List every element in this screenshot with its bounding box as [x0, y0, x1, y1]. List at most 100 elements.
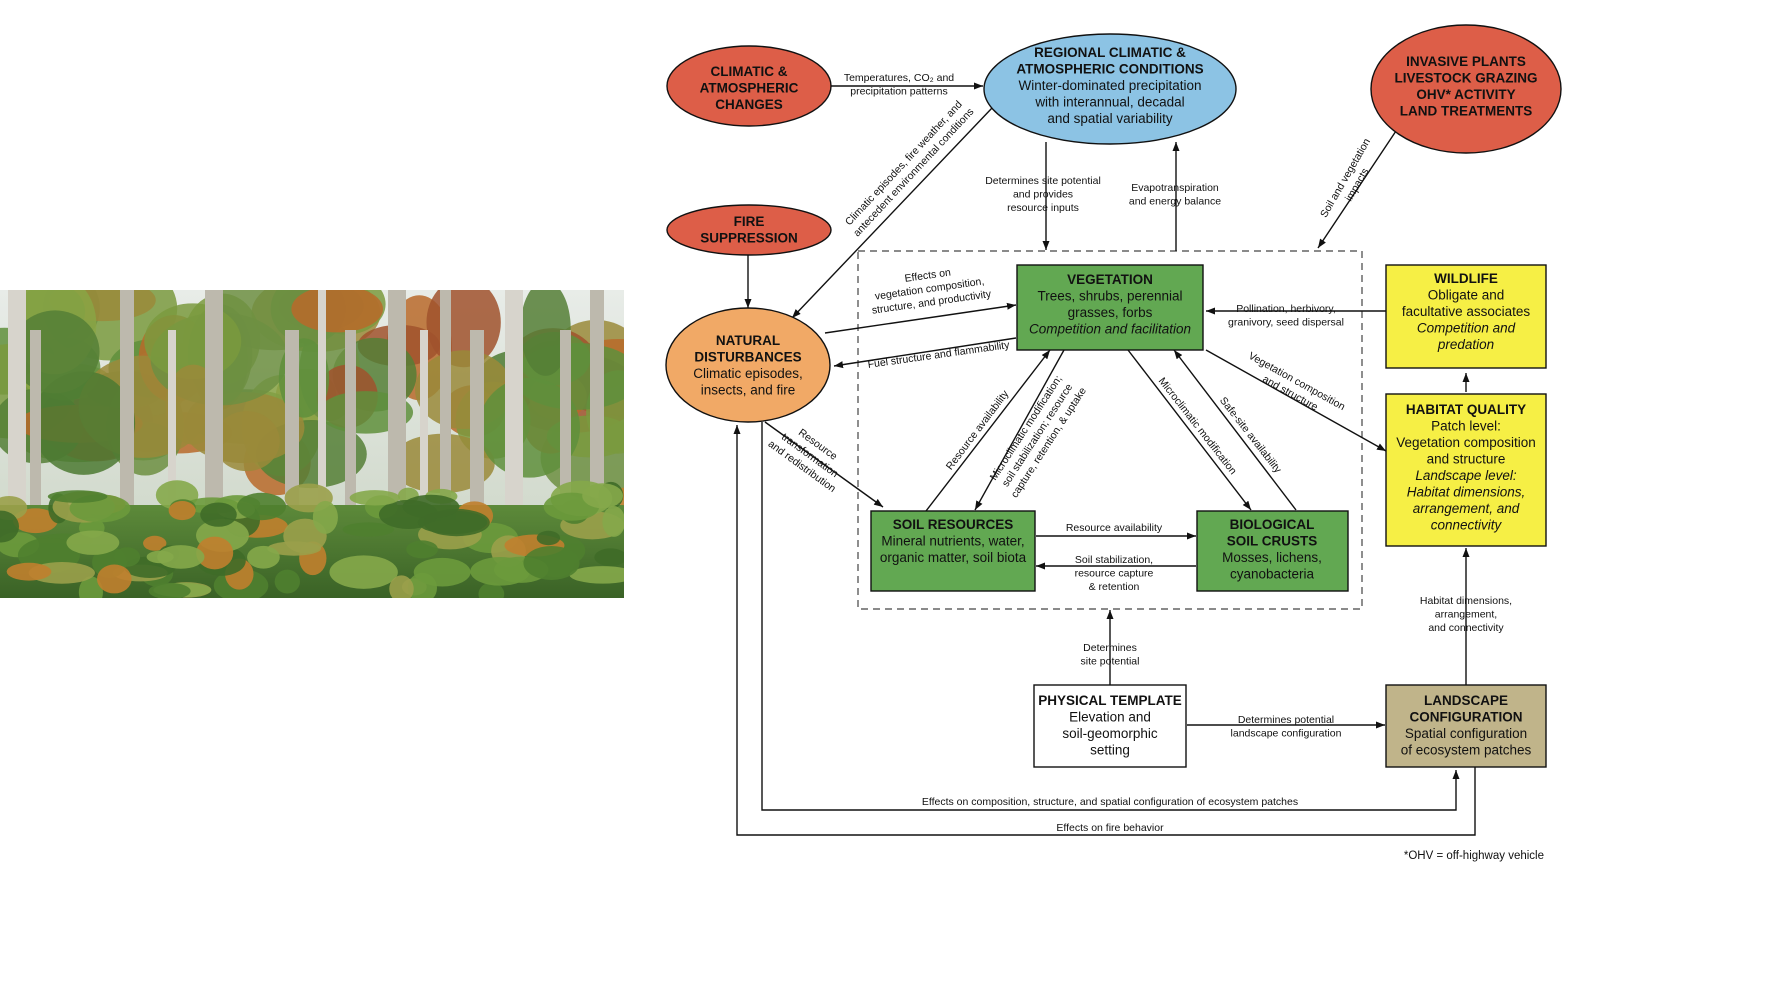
regional-title: REGIONAL CLIMATIC &: [1034, 45, 1186, 60]
tree-trunk: [345, 330, 356, 598]
wildlife-body: facultative associates: [1402, 304, 1531, 319]
connections: [733, 82, 1476, 836]
tree-canopy: [291, 290, 383, 333]
edge-label-line: Resource availability: [1066, 522, 1163, 534]
regional-conditions-ellipse: [983, 33, 1237, 145]
landscape-config-title: LANDSCAPE: [1424, 693, 1508, 708]
edge-label-fuel: Fuel structure and flammability: [867, 339, 1011, 371]
wildlife-body: Obligate and: [1428, 288, 1505, 303]
undergrowth-shrub: [168, 501, 196, 521]
fire-suppression-title: FIRE: [734, 214, 765, 229]
arrow-landscape-to-disturbances: [733, 425, 1476, 836]
edge-label-line: granivory, seed dispersal: [1228, 317, 1344, 329]
arrow-soil-to-vegetation: [925, 349, 1051, 512]
arrow-disturbances-to-soil: [764, 421, 884, 508]
physical-template-body: soil-geomorphic: [1062, 726, 1158, 741]
fire-suppression-title: SUPPRESSION: [700, 231, 798, 246]
habitat-quality-italic: Landscape level:: [1415, 468, 1517, 483]
tree-canopy: [32, 371, 136, 475]
arrow-regional-to-disturbances: [791, 107, 993, 319]
edge-label-line: Determines site potential: [985, 175, 1101, 187]
vegetation-body: Trees, shrubs, perennial: [1037, 289, 1182, 304]
edge-label-line: and energy balance: [1129, 196, 1221, 208]
edge-label-line: antecedent environmental conditions: [851, 106, 976, 239]
ecosystem-boundary: [857, 250, 1363, 610]
edge-label-line: landscape configuration: [1231, 728, 1342, 740]
vegetation-title: VEGETATION: [1067, 272, 1153, 287]
undergrowth-shrub: [157, 545, 205, 569]
edge-label-resource-avail-h: Resource availability: [1066, 522, 1163, 534]
undergrowth-shrub: [196, 536, 234, 570]
footnote: *OHV = off-highway vehicle: [1404, 850, 1544, 862]
tree-trunk: [30, 330, 41, 598]
habitat-quality-title: HABITAT QUALITY: [1406, 402, 1526, 417]
tree-trunk: [440, 290, 451, 570]
wildlife-box: [1385, 264, 1547, 369]
undergrowth-shrub: [200, 502, 237, 527]
tree-trunk: [168, 330, 176, 598]
natural-disturbances-body: Climatic episodes,: [693, 366, 803, 381]
edge-label-effects-fire: Effects on fire behavior: [1056, 822, 1164, 834]
tree-canopy: [478, 377, 581, 478]
physical-template-body: Elevation and: [1069, 710, 1151, 725]
edge-label-line: resource capture: [1075, 568, 1154, 580]
habitat-quality-italic: connectivity: [1431, 518, 1503, 533]
edge-label-line: and provides: [1013, 189, 1073, 201]
climatic-changes-title: ATMOSPHERIC: [700, 81, 799, 96]
edge-label-line: Soil stabilization,: [1075, 554, 1153, 566]
edge-label-line: Temperatures, CO₂ and: [844, 72, 954, 84]
undergrowth-shrub: [478, 582, 505, 598]
edge-label-climatic-episodes: Climatic episodes, fire weather, andante…: [843, 99, 976, 240]
tree-trunk: [505, 290, 523, 570]
edge-label-soil-stab: Soil stabilization,resource capture& ret…: [1075, 554, 1154, 593]
undergrowth-shrub: [569, 566, 624, 584]
regional-body: with interannual, decadal: [1034, 95, 1184, 110]
arrow-vegetation-to-habitat: [1205, 349, 1387, 452]
arrow-vegetation-to-soil: [974, 349, 1065, 511]
soil-resources-title: SOIL RESOURCES: [893, 517, 1014, 532]
landscape-configuration-box: [1385, 684, 1547, 768]
undergrowth-shrub: [66, 530, 120, 555]
invasive-plants-ellipse: [1370, 24, 1562, 154]
edge-label-line: Evapotranspiration: [1131, 182, 1219, 194]
tree-trunk: [318, 290, 326, 570]
edge-label-line: Determines potential: [1238, 714, 1334, 726]
tree-canopy: [520, 290, 571, 376]
soil-resources-box: [870, 510, 1036, 592]
wildlife-italic: Competition and: [1417, 321, 1516, 336]
biological-crusts-title: BIOLOGICAL: [1230, 517, 1315, 532]
edge-label-line: and connectivity: [1428, 622, 1504, 634]
natural-disturbances-title: NATURAL: [716, 333, 780, 348]
undergrowth-shrub: [237, 492, 286, 521]
soil-resources-body: organic matter, soil biota: [880, 550, 1027, 565]
undergrowth-shrub: [389, 575, 414, 598]
arrow-invasive-to-ecosystem: [1317, 124, 1401, 249]
regional-body: Winter-dominated precipitation: [1018, 78, 1201, 93]
invasive-title: INVASIVE PLANTS: [1406, 54, 1526, 69]
edge-label-line: Effects on fire behavior: [1056, 822, 1164, 834]
undergrowth-shrub: [470, 557, 531, 586]
invasive-title: OHV* ACTIVITY: [1416, 87, 1515, 102]
edge-label-line: Climatic episodes, fire weather, and: [843, 99, 965, 229]
edge-label-line: Pollination, herbivory,: [1236, 303, 1336, 315]
natural-disturbances-ellipse: [665, 307, 831, 423]
habitat-quality-italic: arrangement, and: [1413, 501, 1520, 516]
undergrowth-shrub: [114, 547, 141, 567]
undergrowth-shrub: [0, 510, 20, 543]
edge-label-line: Effects on composition, structure, and s…: [922, 796, 1298, 808]
undergrowth-shrub: [402, 494, 460, 519]
wildlife-italic: predation: [1437, 337, 1494, 352]
undergrowth-shrub: [349, 490, 401, 506]
biological-crusts-body: cyanobacteria: [1230, 567, 1315, 582]
edge-label-line: Determines: [1083, 642, 1137, 654]
forest-photo-drawing: [0, 290, 624, 598]
arrow-disturbances-to-vegetation: [824, 302, 1017, 334]
undergrowth-shrub: [96, 564, 132, 594]
edge-label-line: site potential: [1081, 656, 1140, 668]
